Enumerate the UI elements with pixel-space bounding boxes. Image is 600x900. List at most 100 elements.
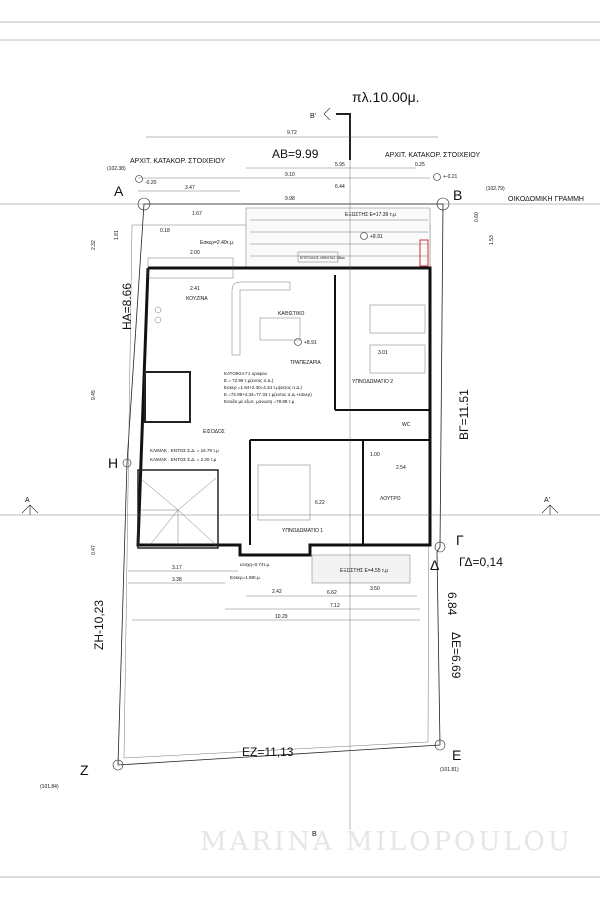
room-bedroom-2: ΥΠΝΟΔΩΜΑΤΙΟ 2 (352, 379, 393, 385)
section-b-top-label: Β' (310, 113, 316, 120)
plot-width-label: πλ.10.00μ. (352, 89, 420, 105)
dimension-label: 10.29 (275, 614, 288, 620)
watermark: MARINA MILOPOULOU (200, 827, 573, 857)
stair-area: ΚΛΙΜΑΚ . ΕΝΤΟΣ Σ.Δ. = 16.79 τ.μ (150, 448, 219, 453)
stair-area: ΚΛΙΜΑΚ . ΕΝΤΟΣ Σ.Δ. = 2.20 τ.μ (150, 457, 217, 462)
dimension-label: 1.67 (192, 211, 202, 217)
dimension-label: 6.44 (335, 184, 345, 190)
boiler-note-box (297, 251, 339, 263)
bed-icon (369, 304, 426, 334)
dimension-label: 0.25 (415, 162, 425, 168)
coffee-table-icon (259, 317, 301, 341)
room-dining: ΤΡΑΠΕΖΑΡΙΑ (290, 360, 321, 366)
side-ez-label: ΕΖ=11,13 (242, 745, 294, 759)
dimension-label: 2.54 (396, 465, 406, 471)
dimension-label: 3.01 (378, 350, 388, 356)
plot-boundary (117, 203, 444, 766)
area-title: ΚΑΤΟΙΚΙΑ Γ1 οροφου (224, 371, 268, 376)
room-entrance: ΕΙΣΟΔΟΣ (203, 429, 225, 435)
stove-icon (154, 306, 162, 314)
dimension-label: 1.81 (114, 230, 120, 240)
dimension-label: 9.98 (285, 196, 295, 202)
dimension-label: 6.22 (315, 500, 325, 506)
offset-label: 6.84 (445, 592, 459, 616)
dimension-label: 5.95 (335, 162, 345, 168)
boiler-note: ΕΠΙΤΟΙΧΟΣ ΛΕΒΗΤΑΣ 24kw (300, 256, 345, 260)
side-bg-label: ΒΓ=11.51 (457, 389, 471, 440)
dimension-label: 2.41 (190, 286, 200, 292)
side-de-label: ΔΕ=6.69 (449, 632, 463, 679)
section-b-label: Β (312, 831, 317, 838)
corner-z: Ζ (80, 762, 89, 778)
room-kitchen: ΚΟΥΖΙΝΑ (186, 296, 208, 302)
area-line: Ε =72.99+4.34=77.33 τ.μ(εντος σ.Δ.+εσκερ… (224, 392, 312, 397)
section-b-marker (336, 113, 351, 160)
dimension-label: 0.60 (474, 212, 480, 222)
dimension-label: 9.10 (285, 172, 295, 178)
vertical-element-label-left: ΑΡΧΙΤ. ΚΑΤΑΚΟΡ. ΣΤΟΙΧΕΙΟΥ (130, 158, 226, 165)
stove-icon (154, 316, 162, 324)
sofa-icon (231, 281, 291, 356)
elevation-b: (102.79) (486, 186, 505, 192)
corner-g: Γ (456, 532, 464, 548)
dimension-label: 3.50 (370, 586, 380, 592)
elevation-a: (102.38) (107, 166, 126, 172)
building-line-label: ΟΙΚΟΔΟΜΙΚΗ ΓΡΑΜΜΗ (508, 196, 584, 203)
section-a-prime-label: Α' (544, 497, 550, 504)
dimension-label: 1.53 (489, 235, 495, 245)
bed-icon (369, 344, 426, 374)
room-wc: WC (402, 422, 411, 428)
dimension-label: 2.32 (91, 240, 97, 250)
side-gd-label: ΓΔ=0,14 (459, 555, 503, 569)
esker-stair: εσοχη=0.74τ.μ. (240, 562, 270, 567)
corner-h: Η (108, 455, 118, 471)
dimension-label: 3.17 (172, 565, 182, 571)
corner-d: Δ (430, 557, 439, 573)
double-bed-icon (257, 464, 311, 521)
dimension-label: 3.47 (185, 185, 195, 191)
room-bath: ΛΟΥΤΡΟ (380, 496, 401, 502)
area-line: Εσκερ =1.94+2.40=4.34 τ.μ(εκτος σ.Δ.) (224, 385, 303, 390)
corner-e: Ε (452, 747, 461, 763)
balcony-bottom (311, 554, 411, 584)
kitchen-counter (147, 257, 234, 279)
room-bedroom-1: ΥΠΝΟΔΩΜΑΤΙΟ 1 (282, 528, 323, 534)
dimension-label: 0.47 (91, 545, 97, 555)
level-marker-icon (360, 232, 368, 240)
level-right: +-0.21 (443, 174, 458, 180)
balcony-hatch (250, 219, 428, 257)
section-arrow-icon (323, 107, 331, 121)
exterior-walls (136, 266, 432, 557)
floor-level: +8.91 (304, 340, 317, 346)
side-zh-label: ΖΗ-10,23 (92, 600, 106, 650)
stair-steps (139, 477, 217, 546)
corner-b: Β (453, 187, 462, 203)
dimension-label: 9.45 (91, 390, 97, 400)
esker-top-label: Εσκερ=2.40τ.μ. (200, 240, 234, 246)
side-ab-label: ΑΒ=9.99 (272, 147, 319, 161)
balcony-bottom-label: ΕΞΩΣΤΗΣ Ε=4.55 τ.μ (340, 568, 388, 574)
radiator-icon (419, 239, 429, 267)
elevation-e: (101.81) (440, 767, 459, 773)
dimension-label: 9.72 (287, 130, 297, 136)
level-marker-icon (294, 338, 302, 346)
side-ha-label: ΗΑ=8.66 (120, 283, 134, 330)
dimension-label: 6.62 (327, 590, 337, 596)
elevator-shaft (144, 371, 191, 423)
section-a-label: Α (25, 497, 30, 504)
room-living: ΚΑΘΙΣΤΙΚΟ (278, 311, 305, 317)
section-a-prime-arrow-icon (541, 504, 559, 515)
dimension-label: 0.18 (160, 228, 170, 234)
elevation-z: (101.84) (40, 784, 59, 790)
corner-a: Α (114, 183, 124, 199)
esker-bottom: Εσκερ=1.99τ.μ. (230, 575, 261, 580)
dimension-label: 2.42 (272, 589, 282, 595)
level-marker-icon (433, 173, 441, 181)
area-line: Εσοδο με εξωτ. μονωση =78.88 τ.μ (224, 399, 295, 404)
vertical-element-label-right: ΑΡΧΙΤ. ΚΑΤΑΚΟΡ. ΣΤΟΙΧΕΙΟΥ (385, 152, 481, 159)
balcony-top-label: ΕΞΩΣΤΗΣ Ε=17.39 τ.μ (345, 212, 396, 218)
dimension-label: 3.38 (172, 577, 182, 583)
dimension-label: 1.00 (370, 452, 380, 458)
level-left: -0.20 (145, 180, 157, 186)
